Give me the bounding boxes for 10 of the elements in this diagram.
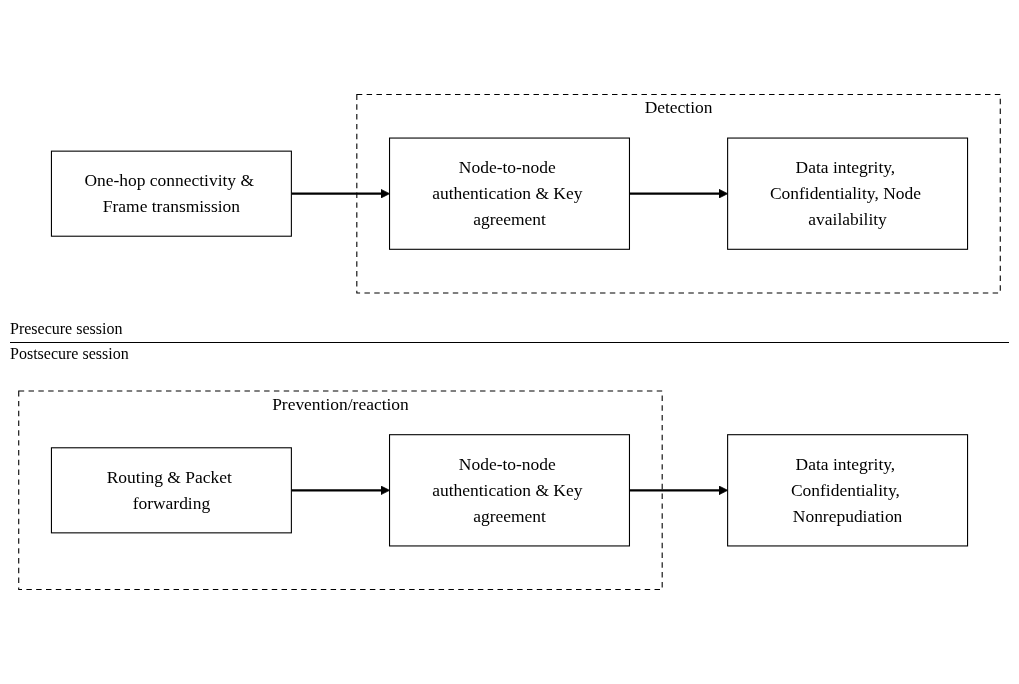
arrow xyxy=(291,188,390,199)
node-box: One-hop connectivity & Frame transmission xyxy=(50,150,292,237)
node-box: Node-to-node authentication & Key agreement xyxy=(389,137,630,250)
session-label: Presecure session xyxy=(10,320,123,338)
session-label: Postsecure session xyxy=(10,345,129,363)
node-box: Data integrity, Confidentiality, Nonrepudiation xyxy=(727,434,969,547)
node-box: Node-to-node authentication & Key agreement xyxy=(389,434,630,547)
arrow xyxy=(291,485,390,496)
node-box: Routing & Packet forwarding xyxy=(50,447,292,534)
node-box: Data integrity, Confidentiality, Node availability xyxy=(727,137,969,250)
